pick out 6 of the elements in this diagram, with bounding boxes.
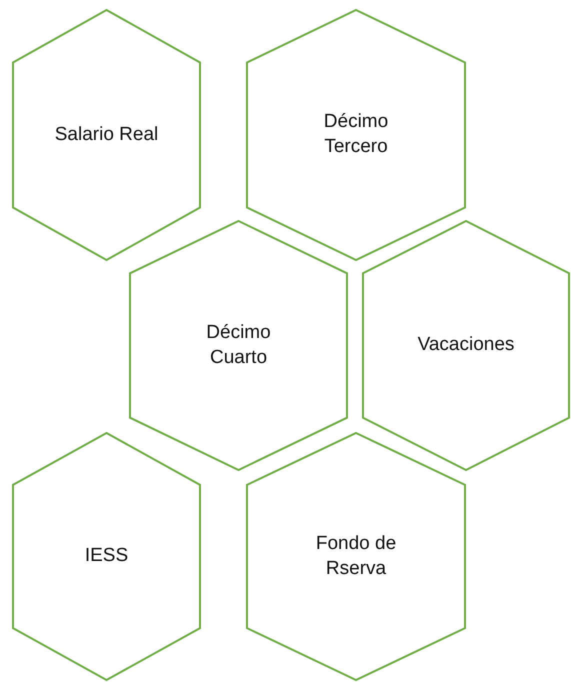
hexagon-label: Fondo de Rserva bbox=[314, 532, 398, 580]
hexagon-label: Décimo Cuarto bbox=[205, 320, 272, 370]
hexagon-label: IESS bbox=[84, 544, 128, 568]
hexagon-label: Vacaciones bbox=[418, 333, 514, 358]
hexagon-label: Décimo Tercero bbox=[322, 110, 390, 159]
hexagon-label: Salario Real bbox=[54, 122, 158, 147]
